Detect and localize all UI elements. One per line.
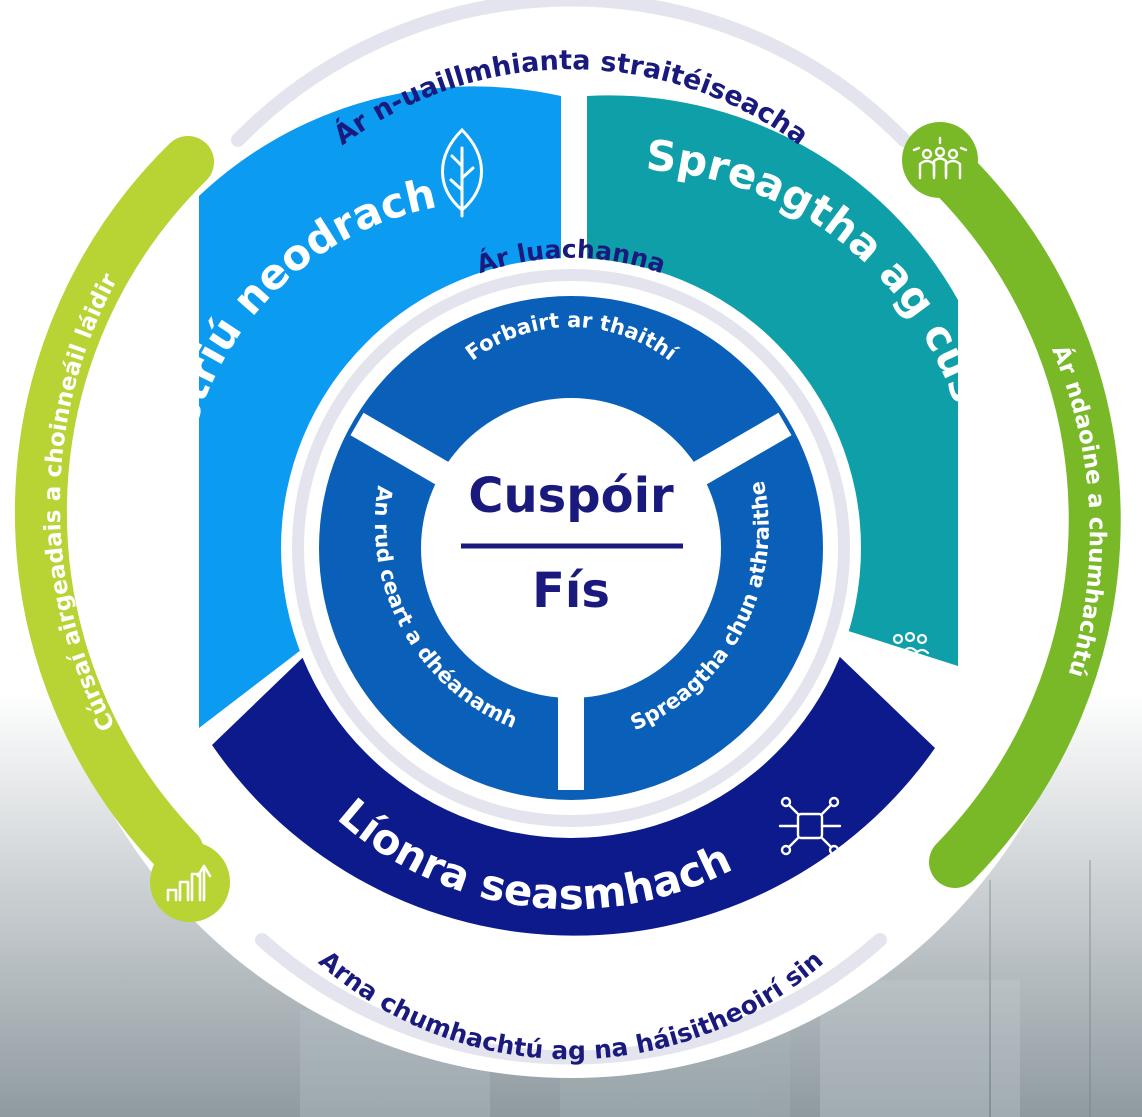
center-vision: Fís (532, 563, 610, 619)
center-purpose: Cuspóir (468, 468, 674, 524)
segment-sustainable-network (212, 614, 935, 936)
enabler-arc-people (914, 136, 1121, 888)
outer-ring-top (231, 0, 911, 147)
outer-ring-bottom (255, 933, 887, 1065)
hand-people-icon (882, 631, 936, 679)
leaf-icon (441, 127, 483, 218)
enabler-arc-finance (14, 136, 214, 878)
network-icon (778, 796, 842, 856)
growth-chart-icon (166, 864, 212, 902)
values-ring (292, 269, 850, 827)
growth-badge (150, 842, 230, 922)
people-group-icon (912, 136, 968, 180)
people-badge (902, 122, 978, 198)
